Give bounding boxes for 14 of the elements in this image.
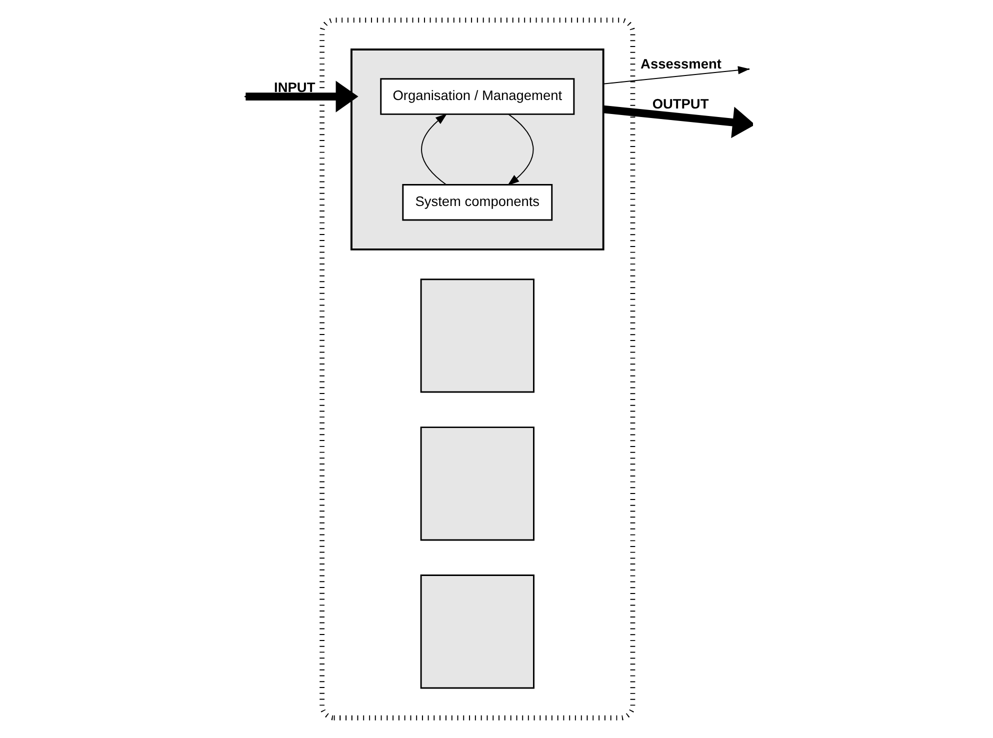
edge-label: INPUT xyxy=(274,80,315,95)
arrow xyxy=(602,105,752,138)
cluster xyxy=(350,48,604,250)
node-box xyxy=(420,574,534,689)
node-box xyxy=(420,426,534,541)
arrow xyxy=(420,114,447,186)
node-box: System components xyxy=(402,184,552,221)
arrow xyxy=(245,80,358,112)
arrow xyxy=(506,114,534,186)
node-box: Organisation / Management xyxy=(380,78,574,115)
node-box xyxy=(420,278,534,393)
edge-label: OUTPUT xyxy=(652,96,708,112)
edge-label: Assessment xyxy=(640,56,721,72)
cluster xyxy=(319,18,635,720)
